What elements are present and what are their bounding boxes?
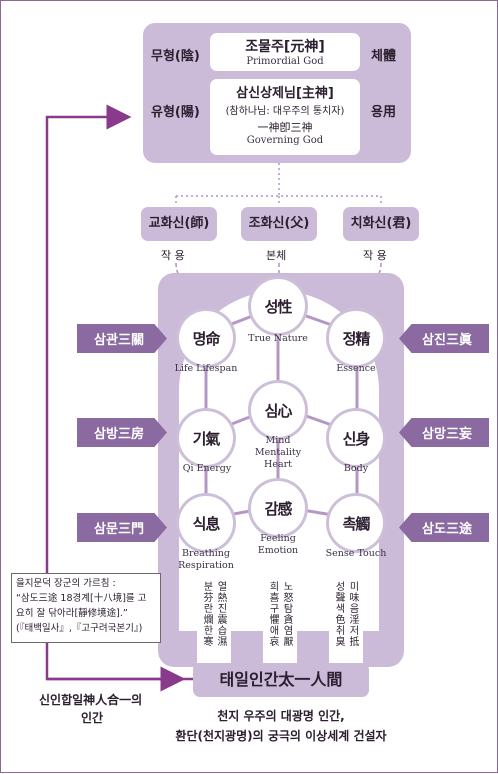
three-god-governance: 치화신(君): [343, 207, 419, 241]
node-sim-en: Mind Mentality Heart: [254, 435, 302, 470]
tag-samjin: 삼진三眞: [399, 324, 489, 353]
quote-line2: “삼도三途 18경계[十八境]를 고: [16, 593, 147, 604]
vlist-item: 음淫: [347, 603, 358, 625]
role-center: 본체: [266, 249, 287, 262]
governing-god-hanja: 一神卽三神: [257, 121, 313, 134]
node-chok: 촉觸: [329, 496, 383, 550]
governing-god-desc: (참하나님: 대우주의 통치자): [225, 106, 345, 117]
tag-sammun: 삼문三門: [77, 513, 167, 542]
use-label: 용用: [371, 105, 396, 120]
vlist-right-box: [329, 577, 363, 663]
vlist-item: 취臭: [333, 625, 344, 647]
bottom-desc-2: 환단(천지광명)의 궁극의 이상세계 건설자: [175, 729, 387, 743]
tag-samdo: 삼도三途: [399, 513, 489, 542]
tag-sambang: 삼방三房: [77, 418, 167, 447]
role-right: 작 용: [363, 249, 387, 262]
vlist-right-2: 미味음淫저抵: [347, 581, 358, 647]
vlist-item: 색色: [333, 603, 344, 625]
node-jeong-en: Essence: [336, 363, 376, 374]
bottom-desc-1: 천지 우주의 대광명 인간,: [217, 709, 345, 723]
tag-samgwan: 삼관三關: [77, 324, 167, 353]
vlist-item: 미味: [347, 581, 358, 603]
unity-label-2: 인간: [81, 711, 104, 725]
quote-line1: 을지문덕 장군의 가르침 :: [16, 578, 116, 589]
vlist-item: 분芬: [201, 581, 212, 603]
taeil-ingan-box: 태일인간太一人間: [193, 663, 369, 697]
vlist-item: 열熱: [215, 581, 226, 603]
vlist-item: 구懼: [267, 603, 278, 625]
vlist-item: 염厭: [281, 625, 292, 647]
vlist-left-korean-2: 열熱진震습濕: [215, 581, 226, 647]
primordial-god-title: 조물주[元神]: [245, 39, 325, 55]
primordial-god-box: 조물주[元神] Primordial God: [210, 33, 360, 71]
three-god-creation: 조화신(父): [241, 207, 317, 241]
vlist-right-1: 성聲색色취臭: [333, 581, 344, 647]
vlist-center-1: 희喜구懼애哀: [267, 581, 278, 647]
node-chok-en: Sense Touch: [325, 548, 387, 559]
quote-line4: (『태백일사』,『고구려국본기』): [16, 623, 143, 634]
node-myeong: 명命: [179, 311, 233, 365]
vlist-item: 진震: [215, 603, 226, 625]
vlist-item: 희喜: [267, 581, 278, 603]
vlist-item: 노怒: [281, 581, 292, 603]
vlist-item: 란爛: [201, 603, 212, 625]
node-sin-en: Body: [343, 463, 369, 474]
vlist-item: 탐貪: [281, 603, 292, 625]
node-sik-en: Breathing Respiration: [178, 548, 234, 571]
node-gam-en: Feeling Emotion: [257, 533, 299, 556]
vlist-left-korean: 분芬란爛한寒: [201, 581, 212, 647]
node-myeong-en: Life Lifespan: [174, 363, 238, 374]
governing-god-subtitle: Governing God: [246, 135, 324, 146]
role-left: 작 용: [161, 249, 185, 262]
form-label: 유형(陽): [151, 105, 200, 120]
vlist-center-box: [263, 577, 297, 663]
node-seong: 성性: [251, 279, 305, 333]
vlist-item: 성聲: [333, 581, 344, 603]
node-sik: 식息: [179, 496, 233, 550]
node-gi: 기氣: [179, 411, 233, 465]
quote-box: 을지문덕 장군의 가르침 : “삼도三途 18경계[十八境]를 고 요히 잘 닦…: [11, 573, 161, 643]
unity-label-1: 신인합일神人合一의: [39, 693, 143, 707]
vlist-item: 습濕: [215, 625, 226, 647]
body-label: 체體: [371, 49, 396, 64]
governing-god-box: 삼신상제님[主神] (참하나님: 대우주의 통치자) 一神卽三神 Governi…: [210, 79, 360, 155]
three-god-edification: 교화신(師): [141, 207, 217, 241]
node-jeong: 정精: [329, 311, 383, 365]
vlist-item: 저抵: [347, 625, 358, 647]
node-gi-en: Qi Energy: [182, 463, 232, 474]
quote-line3: 요히 잘 닦아라[靜修境途].”: [16, 608, 128, 619]
primordial-god-subtitle: Primordial God: [246, 56, 324, 67]
governing-god-title: 삼신상제님[主神]: [236, 86, 334, 101]
tag-sammang: 삼망三妄: [399, 418, 489, 447]
vlist-left-box: [197, 577, 231, 663]
node-seong-en: True Nature: [248, 333, 308, 344]
formless-label: 무형(陰): [151, 49, 200, 64]
vlist-item: 애哀: [267, 625, 278, 647]
vlist-item: 한寒: [201, 625, 212, 647]
vlist-center-2: 노怒탐貪염厭: [281, 581, 292, 647]
node-sim: 심心: [251, 383, 305, 437]
node-sin: 신身: [329, 411, 383, 465]
node-gam: 감感: [251, 481, 305, 535]
